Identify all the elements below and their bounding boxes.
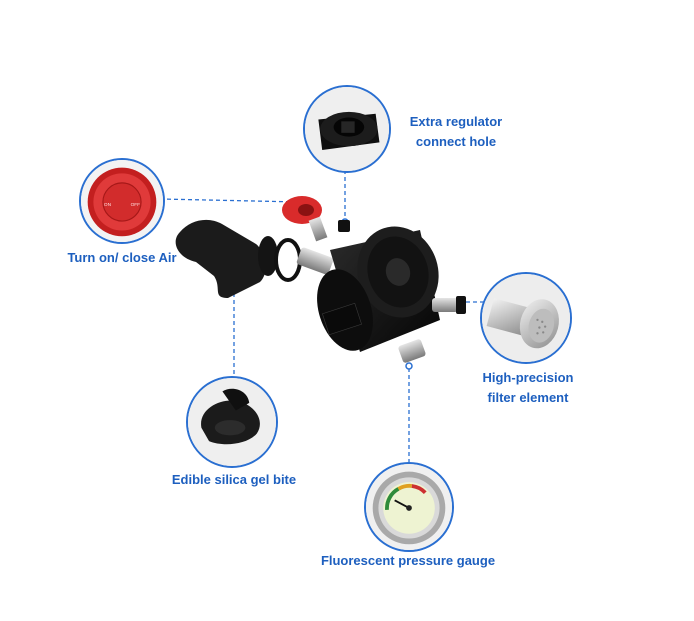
valve-label: Turn on/ close Air xyxy=(67,250,177,265)
regulator-port-icon xyxy=(305,87,389,171)
filter-element-circle xyxy=(480,272,572,364)
valve-on-text: ON xyxy=(104,202,112,208)
valve-knob-circle: ON OFF xyxy=(79,158,165,244)
scuba-tank-icon xyxy=(175,196,466,363)
regulator-label-line1: Extra regulator xyxy=(409,114,503,129)
filter-label: High-precision filter element xyxy=(468,368,588,408)
anchor-dot-gauge xyxy=(405,362,413,370)
mouthpiece-circle xyxy=(186,376,278,468)
leader-line-valve xyxy=(159,198,301,203)
filter-label-line2: filter element xyxy=(487,390,569,405)
pressure-gauge-circle xyxy=(364,462,454,552)
regulator-label-line2: connect hole xyxy=(415,134,497,149)
bite-label: Edible silica gel bite xyxy=(171,472,297,487)
filter-label-line1: High-precision xyxy=(482,370,574,385)
gauge-label: Fluorescent pressure gauge xyxy=(320,553,496,568)
regulator-port-circle xyxy=(303,85,391,173)
pressure-gauge-icon xyxy=(366,464,452,550)
mouthpiece-icon xyxy=(188,378,276,466)
regulator-label: Extra regulator connect hole xyxy=(396,112,516,152)
valve-off-text: OFF xyxy=(131,202,141,208)
filter-element-icon xyxy=(482,274,570,362)
valve-knob-icon: ON OFF xyxy=(81,160,163,242)
